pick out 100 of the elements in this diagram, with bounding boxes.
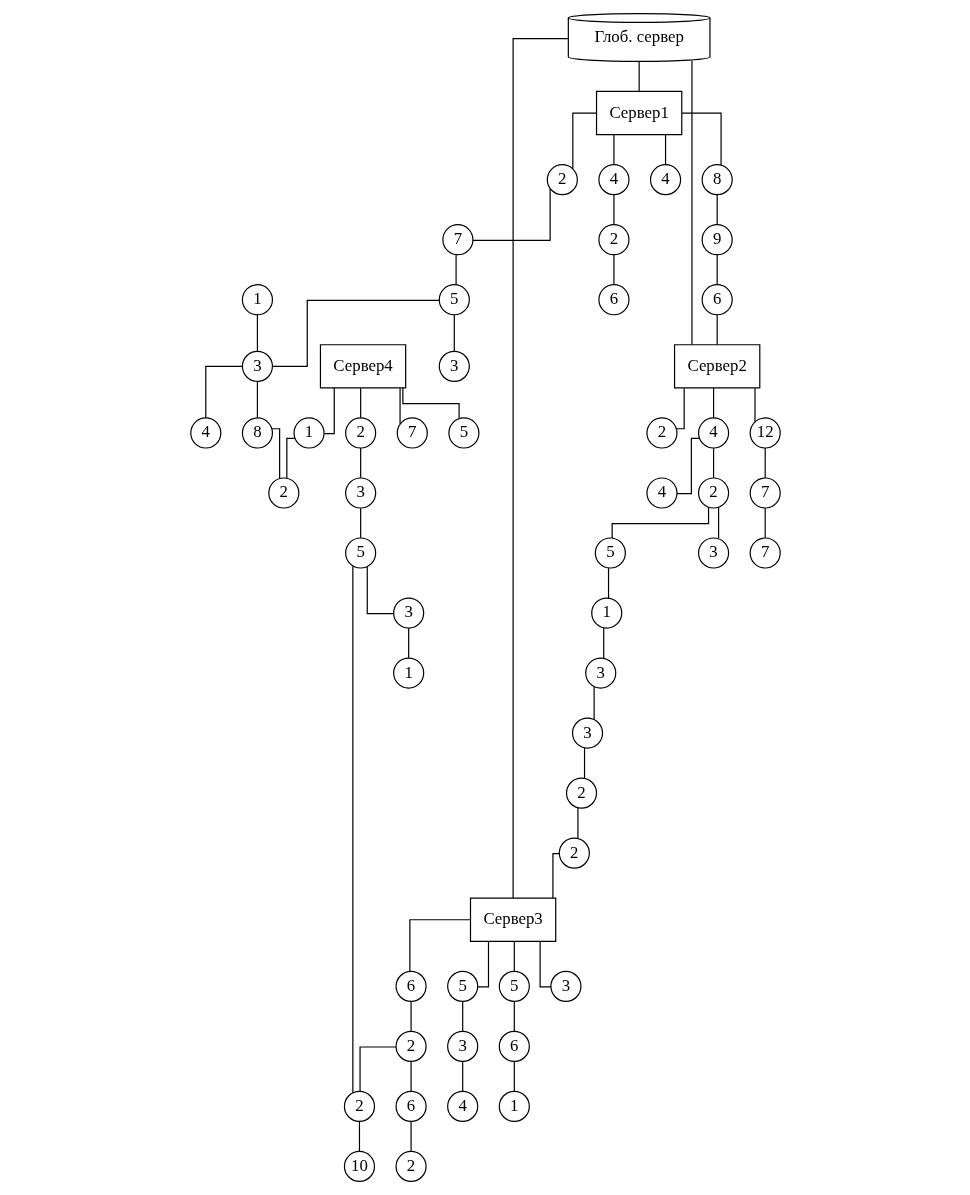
node-circle: 3 bbox=[549, 970, 582, 1002]
connector bbox=[612, 254, 615, 285]
node-circle: 2 bbox=[343, 1090, 375, 1122]
node-circle: 6 bbox=[597, 284, 630, 316]
connector bbox=[602, 627, 604, 659]
connector bbox=[675, 387, 685, 430]
connector bbox=[551, 853, 560, 899]
connector bbox=[351, 565, 353, 1094]
connector bbox=[476, 940, 489, 988]
node-circle: 6 bbox=[701, 284, 733, 316]
connector bbox=[256, 314, 258, 352]
node-circle: 4 bbox=[697, 417, 729, 449]
connector bbox=[712, 447, 714, 479]
node-circle: 4 bbox=[645, 477, 678, 509]
connector bbox=[680, 112, 722, 166]
connector bbox=[764, 447, 766, 479]
connector bbox=[716, 314, 718, 346]
node-circle: 2 bbox=[267, 477, 299, 509]
connector bbox=[764, 507, 766, 539]
node-circle: 3 bbox=[344, 477, 376, 509]
connector bbox=[204, 365, 243, 419]
connector bbox=[408, 919, 471, 972]
node-circle: 8 bbox=[241, 417, 273, 449]
connector bbox=[323, 387, 335, 435]
connector bbox=[664, 134, 666, 166]
connector bbox=[513, 1060, 515, 1092]
node-circle: 8 bbox=[701, 164, 733, 196]
node-circle: 4 bbox=[189, 417, 221, 449]
node-circle: 1 bbox=[392, 657, 424, 689]
connector bbox=[271, 428, 280, 480]
node-circle: 1 bbox=[498, 1090, 530, 1122]
connector bbox=[512, 38, 569, 899]
connector bbox=[359, 387, 361, 419]
connector bbox=[366, 566, 394, 615]
node-circle: 4 bbox=[446, 1090, 478, 1122]
node-circle: 12 bbox=[749, 417, 781, 449]
connector bbox=[716, 194, 718, 225]
connector bbox=[593, 686, 595, 720]
node-circle: 3 bbox=[584, 657, 616, 689]
node-circle: 3 bbox=[697, 537, 729, 569]
node-circle: 9 bbox=[701, 224, 733, 256]
node-box: Сервер3 bbox=[469, 897, 556, 942]
node-circle: 2 bbox=[394, 1150, 427, 1182]
connector bbox=[453, 314, 455, 352]
node-circle: 5 bbox=[344, 537, 376, 569]
connector bbox=[398, 387, 401, 425]
node-circle: 2 bbox=[558, 837, 590, 869]
connector bbox=[690, 60, 693, 346]
node-circle: 2 bbox=[344, 417, 376, 449]
node-circle: 5 bbox=[498, 970, 530, 1002]
connector bbox=[409, 1120, 412, 1152]
node-circle: 6 bbox=[498, 1030, 530, 1062]
node-circle: 5 bbox=[447, 417, 479, 449]
connector bbox=[407, 627, 409, 659]
connector bbox=[461, 1060, 463, 1092]
connector bbox=[612, 194, 615, 225]
node-circle: 5 bbox=[438, 284, 470, 316]
node-box: Сервер2 bbox=[673, 344, 760, 389]
connector bbox=[358, 1046, 397, 1092]
node-circle: 5 bbox=[594, 537, 626, 569]
connector bbox=[271, 299, 440, 367]
node-circle: 4 bbox=[597, 164, 630, 196]
node-circle: 2 bbox=[546, 164, 578, 196]
node-circle: 10 bbox=[343, 1150, 375, 1182]
connector bbox=[607, 567, 609, 599]
node-circle: 1 bbox=[292, 417, 325, 449]
connector bbox=[409, 1000, 412, 1032]
connector bbox=[455, 254, 457, 286]
connector bbox=[472, 188, 551, 241]
node-circle: 1 bbox=[590, 597, 622, 629]
node-circle: 5 bbox=[446, 970, 478, 1002]
connector bbox=[638, 60, 640, 92]
node-circle: 3 bbox=[241, 350, 273, 382]
connector bbox=[576, 807, 579, 840]
node-circle: 2 bbox=[597, 224, 630, 256]
node-circle: 6 bbox=[394, 1090, 427, 1122]
node-circle: 3 bbox=[446, 1030, 478, 1062]
node-circle: 7 bbox=[749, 537, 781, 569]
node-box: Сервер1 bbox=[595, 90, 682, 136]
node-circle: 3 bbox=[571, 717, 603, 749]
node-circle: 3 bbox=[438, 350, 470, 382]
node-circle: 7 bbox=[749, 477, 781, 509]
node-circle: 1 bbox=[241, 284, 273, 316]
node-circle: 7 bbox=[396, 417, 428, 449]
connector bbox=[359, 447, 361, 479]
node-circle: 2 bbox=[394, 1030, 427, 1062]
connector bbox=[612, 134, 615, 166]
connector bbox=[712, 387, 714, 419]
node-circle: 2 bbox=[697, 477, 729, 509]
connector bbox=[717, 506, 719, 540]
connector bbox=[753, 387, 756, 423]
connector bbox=[513, 940, 515, 972]
connector bbox=[513, 1000, 515, 1032]
connector bbox=[359, 507, 361, 539]
connector bbox=[583, 747, 585, 779]
connector bbox=[285, 437, 295, 479]
connector bbox=[539, 940, 551, 988]
connector bbox=[358, 1120, 360, 1152]
connector bbox=[571, 112, 597, 170]
node-circle: 4 bbox=[649, 164, 681, 196]
